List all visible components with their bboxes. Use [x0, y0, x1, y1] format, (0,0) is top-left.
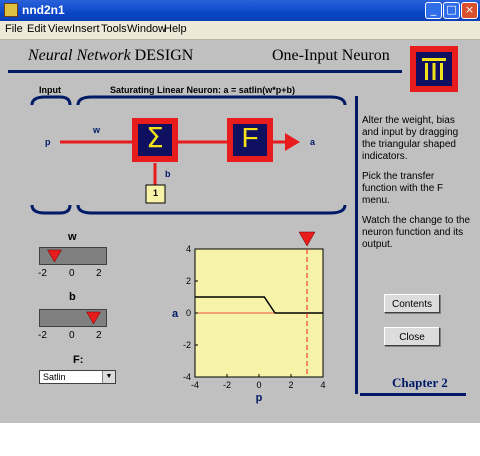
- chapter-label: Chapter 2: [392, 375, 448, 390]
- app-window: nnd2n1 _ □ × File Edit View Insert Tools…: [0, 0, 480, 423]
- input-p-label: p: [45, 137, 51, 147]
- bias-one-value: 1: [152, 188, 158, 198]
- input-heading: Input: [39, 85, 61, 95]
- demo-title: One-Input Neuron: [272, 47, 390, 64]
- b-tick-min: -2: [38, 330, 47, 341]
- matlab-figure-icon: [4, 3, 18, 17]
- x-tick-label: -4: [191, 380, 199, 390]
- header-title-italic: Neural Network: [28, 47, 131, 64]
- title-bar[interactable]: nnd2n1 _ □ ×: [0, 0, 480, 21]
- input-p-thumb-icon[interactable]: [298, 231, 316, 247]
- menu-insert[interactable]: Insert: [72, 23, 100, 35]
- header-divider: [8, 70, 402, 73]
- neuron-brace-top: [76, 95, 347, 106]
- b-slider-label: b: [69, 291, 76, 303]
- x-axis-label: p: [256, 392, 263, 404]
- b-slider[interactable]: [39, 309, 107, 327]
- bias-one-box: [145, 184, 166, 204]
- neuron-heading: Saturating Linear Neuron: a = satlin(w*p…: [110, 85, 296, 95]
- w-tick-max: 2: [96, 268, 102, 279]
- help-text: Alter the weight, bias and input by drag…: [362, 115, 472, 259]
- w-tick-mid: 0: [69, 268, 75, 279]
- menu-file[interactable]: File: [5, 23, 23, 35]
- chevron-down-icon[interactable]: ▼: [102, 371, 115, 383]
- y-tick-label: 4: [186, 244, 191, 254]
- w-slider-thumb-icon[interactable]: [40, 248, 108, 266]
- w-tick-min: -2: [38, 268, 47, 279]
- y-tick-label: 2: [186, 276, 191, 286]
- transfer-function-select[interactable]: Satlin ▼: [39, 370, 116, 384]
- close-button[interactable]: Close: [384, 327, 440, 346]
- help-paragraph-1: Alter the weight, bias and input by drag…: [362, 115, 459, 162]
- transfer-function-label: F:: [73, 354, 84, 366]
- menu-bar: File Edit View Insert Tools Window Help: [0, 21, 480, 40]
- maximize-button[interactable]: □: [443, 2, 460, 19]
- w-slider[interactable]: [39, 247, 107, 265]
- window-title: nnd2n1: [22, 3, 65, 17]
- help-paragraph-2: Pick the transfer function with the F me…: [362, 171, 444, 206]
- neuron-response-line: [195, 296, 323, 314]
- input-brace-bottom: [30, 204, 72, 215]
- contents-button[interactable]: Contents: [384, 294, 440, 313]
- nnd-logo: [410, 46, 458, 92]
- x-tick-label: 0: [256, 380, 261, 390]
- y-tick-label: -2: [183, 340, 191, 350]
- help-paragraph-3: Watch the change to the neuron function …: [362, 215, 471, 250]
- window-close-button[interactable]: ×: [461, 2, 478, 19]
- bias-b-label: b: [165, 169, 171, 179]
- neuron-brace-bottom: [76, 204, 347, 215]
- function-icon: F: [241, 122, 259, 153]
- menu-help[interactable]: Help: [164, 23, 187, 35]
- x-tick-label: 2: [288, 380, 293, 390]
- sum-icon: Σ: [146, 121, 164, 154]
- menu-edit[interactable]: Edit: [27, 23, 46, 35]
- y-tick-label: 0: [186, 308, 191, 318]
- x-tick-label: 4: [320, 380, 325, 390]
- w-slider-label: w: [68, 231, 77, 243]
- header-title-caps: DESIGN: [134, 47, 194, 64]
- pillar-icon: [422, 58, 446, 80]
- output-arrow-icon: [285, 133, 300, 151]
- b-tick-mid: 0: [69, 330, 75, 341]
- transfer-function-value: Satlin: [43, 372, 66, 382]
- menu-tools[interactable]: Tools: [101, 23, 127, 35]
- minimize-button[interactable]: _: [425, 2, 442, 19]
- y-tick-label: -4: [183, 372, 191, 382]
- logo-inner: [416, 52, 452, 86]
- weight-w-label: w: [93, 125, 101, 135]
- output-a-label: a: [310, 137, 316, 147]
- header-title: Neural Network DESIGN: [28, 47, 193, 65]
- x-tick-label: -2: [223, 380, 231, 390]
- chapter-divider: [360, 393, 466, 396]
- b-slider-thumb-icon[interactable]: [40, 310, 108, 328]
- menu-window[interactable]: Window: [127, 23, 167, 35]
- y-axis-label: a: [172, 308, 179, 320]
- input-brace-top: [30, 95, 72, 106]
- side-divider: [355, 96, 358, 394]
- menu-view[interactable]: View: [48, 23, 72, 35]
- b-tick-max: 2: [96, 330, 102, 341]
